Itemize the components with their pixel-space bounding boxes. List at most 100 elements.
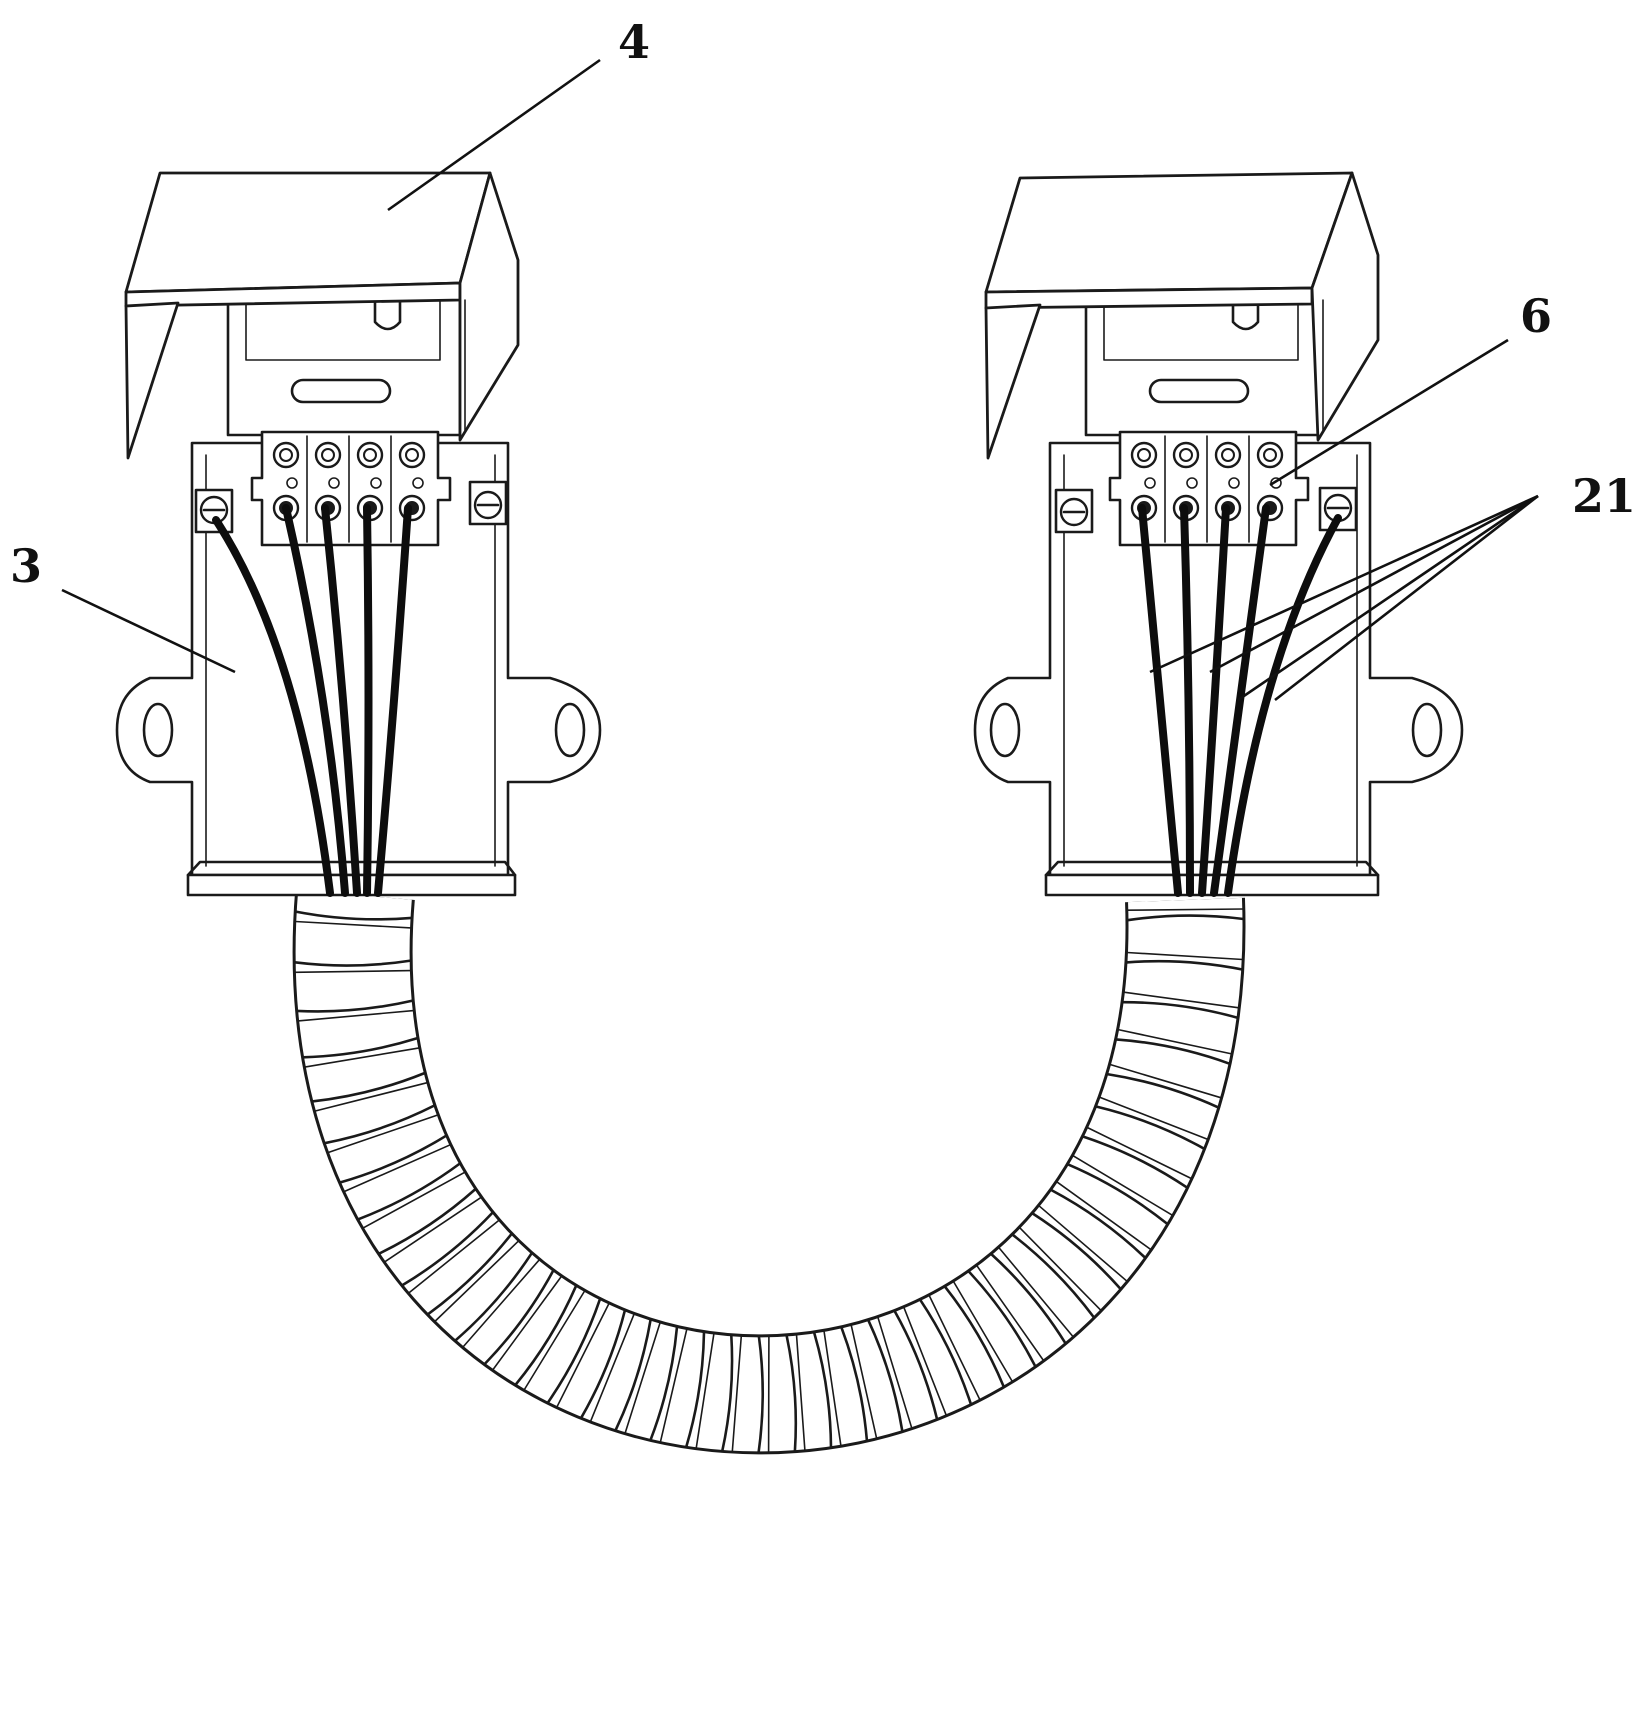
- left-wire-4: [363, 504, 373, 897]
- left-wire-2: [282, 504, 349, 897]
- conduit-ring: [323, 1104, 436, 1145]
- conduit-ring: [514, 1284, 578, 1386]
- right-housing-notch: [1231, 298, 1260, 331]
- leader-3: [61, 588, 236, 674]
- conduit-ring: [294, 910, 413, 921]
- right-housing: [1084, 293, 1320, 437]
- conduit-ring: [1121, 1000, 1239, 1019]
- right-terminal-screw-center-1-4: [1263, 448, 1277, 462]
- left-ear-slot-right: [554, 702, 586, 758]
- left-terminal-screw-center-1-2: [321, 448, 335, 462]
- right-ear-slot-left: [989, 702, 1021, 758]
- conduit-ring-groove: [1117, 1028, 1233, 1055]
- conduit-ring: [1011, 1233, 1096, 1319]
- conduit-ring-groove: [1098, 1096, 1209, 1141]
- conduit-ring-groove: [556, 1302, 610, 1408]
- conduit-ring: [757, 1335, 765, 1454]
- conduit-ring: [1105, 1072, 1220, 1109]
- conduit-ring-groove: [998, 1246, 1074, 1338]
- conduit-ring-groove: [695, 1332, 715, 1450]
- conduit-ring: [1031, 1212, 1122, 1291]
- conduit-ring-groove: [294, 920, 412, 929]
- callout-6: 6: [1520, 289, 1552, 343]
- left-side-screw: [468, 480, 508, 526]
- conduit-ring: [840, 1326, 869, 1442]
- callout-21: 21: [1572, 469, 1636, 523]
- conduit-ring: [579, 1309, 627, 1420]
- left-housing-notch: [373, 298, 402, 331]
- left-terminal-screw-center-1-1: [279, 448, 293, 462]
- conduit-ring: [1049, 1188, 1147, 1259]
- leader-6: [1269, 338, 1509, 487]
- callout-4: 4: [618, 15, 650, 69]
- conduit-ring-groove: [462, 1259, 541, 1348]
- callout-3: 3: [10, 539, 42, 593]
- right-wire-4: [1210, 504, 1270, 897]
- conduit-ring-groove: [850, 1324, 878, 1440]
- left-terminal-screw-1-4: [398, 441, 426, 469]
- right-housing-slot: [1148, 378, 1250, 404]
- right-cover-top: [984, 171, 1354, 294]
- conduit-ring-groove: [1018, 1226, 1102, 1312]
- conduit-ring-groove: [434, 1240, 520, 1323]
- conduit-ring-groove: [327, 1114, 439, 1154]
- conduit-ring-groove: [976, 1264, 1045, 1362]
- right-wires: [1138, 504, 1342, 897]
- right-terminal-screw-center-1-3: [1221, 448, 1235, 462]
- leader-21-d: [1274, 494, 1539, 702]
- left-junction-assembly: [115, 171, 602, 897]
- conduit-ring: [893, 1309, 939, 1421]
- conduit-ring-groove: [877, 1316, 913, 1429]
- conduit-ring: [1125, 959, 1244, 971]
- conduit-ring-groove: [1126, 908, 1245, 911]
- left-cover-left-flap: [124, 301, 180, 460]
- conduit-ring-groove: [1123, 991, 1240, 1009]
- conduit-ring: [785, 1334, 798, 1453]
- right-terminal-screw-1-4: [1256, 441, 1284, 469]
- conduit-ring: [812, 1331, 833, 1449]
- conduit-ring: [338, 1134, 448, 1184]
- right-wire-3: [1198, 504, 1230, 897]
- left-terminal-screw-1-2: [314, 441, 342, 469]
- conduit-ring: [426, 1232, 513, 1316]
- right-wire-2: [1180, 504, 1194, 897]
- conduit-ring-groove: [795, 1333, 806, 1452]
- left-bottom-lip: [186, 873, 517, 897]
- conduit-ring: [967, 1270, 1037, 1368]
- conduit-ring-groove: [304, 1047, 420, 1068]
- conduit-ring-groove: [343, 1144, 451, 1193]
- right-terminal-screw-1-1: [1130, 441, 1158, 469]
- conduit-ring-groove: [1086, 1126, 1193, 1180]
- right-cover-right-side: [1310, 171, 1380, 442]
- conduit-ring-groove: [407, 1219, 500, 1294]
- conduit-ring: [1114, 1038, 1231, 1065]
- conduit-ring: [377, 1187, 477, 1255]
- leader-21-c: [1237, 494, 1539, 702]
- conduit-ring: [301, 1036, 419, 1059]
- right-wire-5: [1224, 514, 1342, 897]
- left-wire-3: [321, 504, 361, 897]
- conduit-ring: [356, 1162, 462, 1221]
- left-wires: [212, 504, 412, 897]
- left-terminal-screw-center-1-4: [405, 448, 419, 462]
- conduit-ring: [311, 1071, 427, 1103]
- right-side-screw: [1054, 488, 1094, 534]
- right-junction-assembly: [973, 171, 1464, 897]
- left-terminal-screw-1-3: [356, 441, 384, 469]
- conduit-ring-groove: [589, 1313, 635, 1423]
- left-terminal-pin-1: [286, 477, 298, 489]
- conduit-ring: [546, 1297, 602, 1404]
- conduit-ring-groove: [492, 1275, 563, 1371]
- left-terminal-pin-3: [370, 477, 382, 489]
- conduit-ring: [483, 1269, 555, 1366]
- conduit-ring: [867, 1318, 904, 1433]
- right-bottom-flange: [1044, 860, 1380, 877]
- left-ground-screw: [194, 488, 234, 534]
- left-terminal-screw-1-1: [272, 441, 300, 469]
- callout-labels: 4 6 3 21: [10, 15, 1636, 593]
- left-terminal-screw-center-1-3: [363, 448, 377, 462]
- conduit-ring-groove: [823, 1330, 842, 1447]
- conduit-ring: [1081, 1135, 1189, 1189]
- right-terminal-screw-1-3: [1214, 441, 1242, 469]
- conduit-ring-groove: [314, 1081, 428, 1112]
